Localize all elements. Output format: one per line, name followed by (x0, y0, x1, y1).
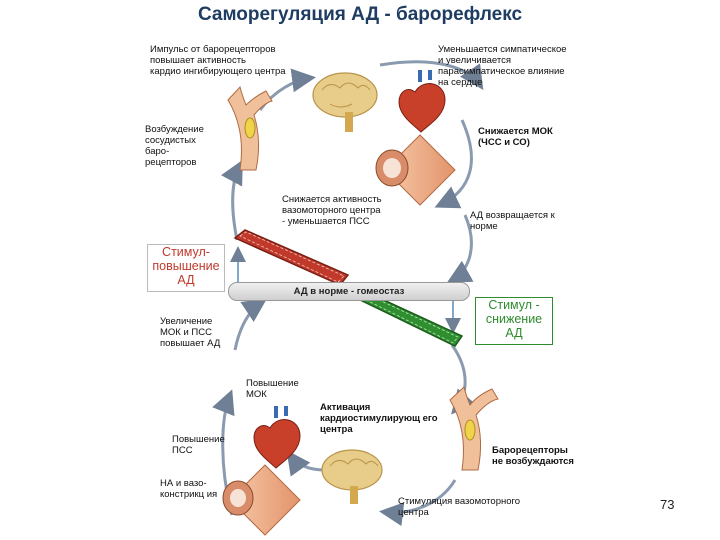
carotid-top (227, 85, 273, 171)
stimulus-decrease-box: Стимул - снижение АД (475, 297, 553, 345)
heart-bottom (253, 406, 301, 469)
label-impulse: Импульс от барорецепторов повышает актив… (150, 44, 286, 77)
arrow-top-right (379, 60, 484, 90)
label-excite-vascular: Возбуждение сосудистых баро- рецепторов (145, 124, 204, 168)
label-increase-mok: Увеличение МОК и ПСС повышает АД (160, 316, 221, 349)
label-stim-vasomotor: Стимуляция вазомоторного центра (398, 496, 521, 518)
label-mok-decrease: Снижается МОК (ЧСС и СО) (478, 126, 553, 148)
label-raise-pss: Повышение ПСС (172, 434, 225, 456)
label-ad-returns: АД возвращается к норме (470, 210, 555, 232)
vessel-section-bottom (222, 464, 301, 536)
arrow-to-homeostasis (446, 214, 474, 283)
label-activation: Активация кардиостимулирующ его центра (320, 402, 438, 435)
label-raise-mok: Повышение МОК (246, 378, 299, 400)
stimulus-increase-box: Стимул- повышение АД (147, 244, 225, 292)
arrow-bottom-up-to-center (233, 298, 267, 351)
brain-bottom (321, 449, 383, 504)
homeostasis-label: АД в норме - гомеостаз (293, 286, 405, 297)
arrow-bottom-left (286, 450, 326, 477)
arrow-left-up (220, 159, 243, 241)
homeostasis-bar: АД в норме - гомеостаз (228, 282, 470, 301)
arrow-bottom-to-center (379, 479, 457, 527)
label-baroreceptors-not: Барорецепторы не возбуждаются (492, 445, 574, 467)
page-number: 73 (660, 497, 675, 512)
carotid-bottom (449, 386, 499, 471)
heart-top (398, 70, 446, 133)
brain-top (312, 72, 378, 132)
pressure-rise-bar (233, 229, 350, 286)
arrow-right-down (434, 119, 473, 209)
label-vasomotor-decrease: Снижается активность вазомоторного центр… (282, 194, 382, 227)
vessel-section-top (375, 134, 456, 206)
label-symp-decrease: Уменьшается симпатическое и увеличиваетс… (438, 44, 567, 88)
diagram-title: Саморегуляция АД - барорефлекс (197, 4, 523, 25)
label-na-vaso: НА и вазо- констрикц ия (160, 478, 218, 500)
